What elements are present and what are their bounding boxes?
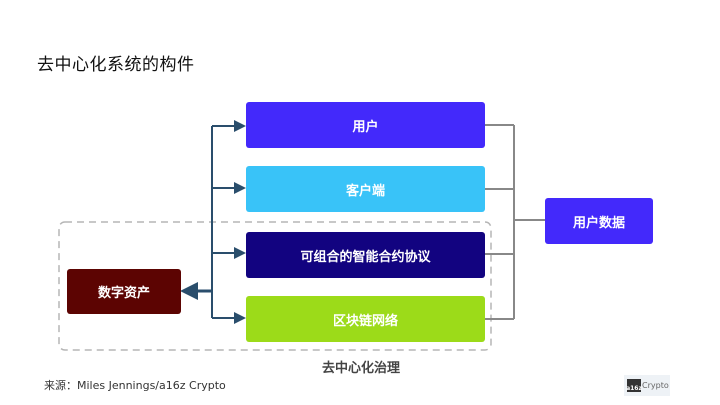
box-client-label: 客户端 [345,183,385,199]
box-digital-assets: 数字资产 [67,269,181,314]
governance-region [58,221,492,351]
box-user-data-label: 用户数据 [572,215,625,231]
box-users-label: 用户 [352,119,379,135]
logo-text: Crypto [642,381,669,390]
a16z-logo: a16z Crypto [624,375,670,396]
box-user-data: 用户数据 [545,198,653,244]
box-client: 客户端 [246,166,485,212]
box-protocols: 可组合的智能合约协议 [246,232,485,278]
box-digital-assets-label: 数字资产 [97,286,150,301]
diagram-title: 去中心化系统的构件 [37,55,195,75]
box-protocols-label: 可组合的智能合约协议 [300,249,431,265]
governance-label: 去中心化治理 [322,361,401,376]
source-caption: 来源：Miles Jennings/a16z Crypto [44,379,226,392]
box-users: 用户 [246,102,485,148]
box-network-label: 区块链网络 [332,313,398,329]
box-network: 区块链网络 [246,296,485,342]
logo-mark: a16z [626,379,642,392]
